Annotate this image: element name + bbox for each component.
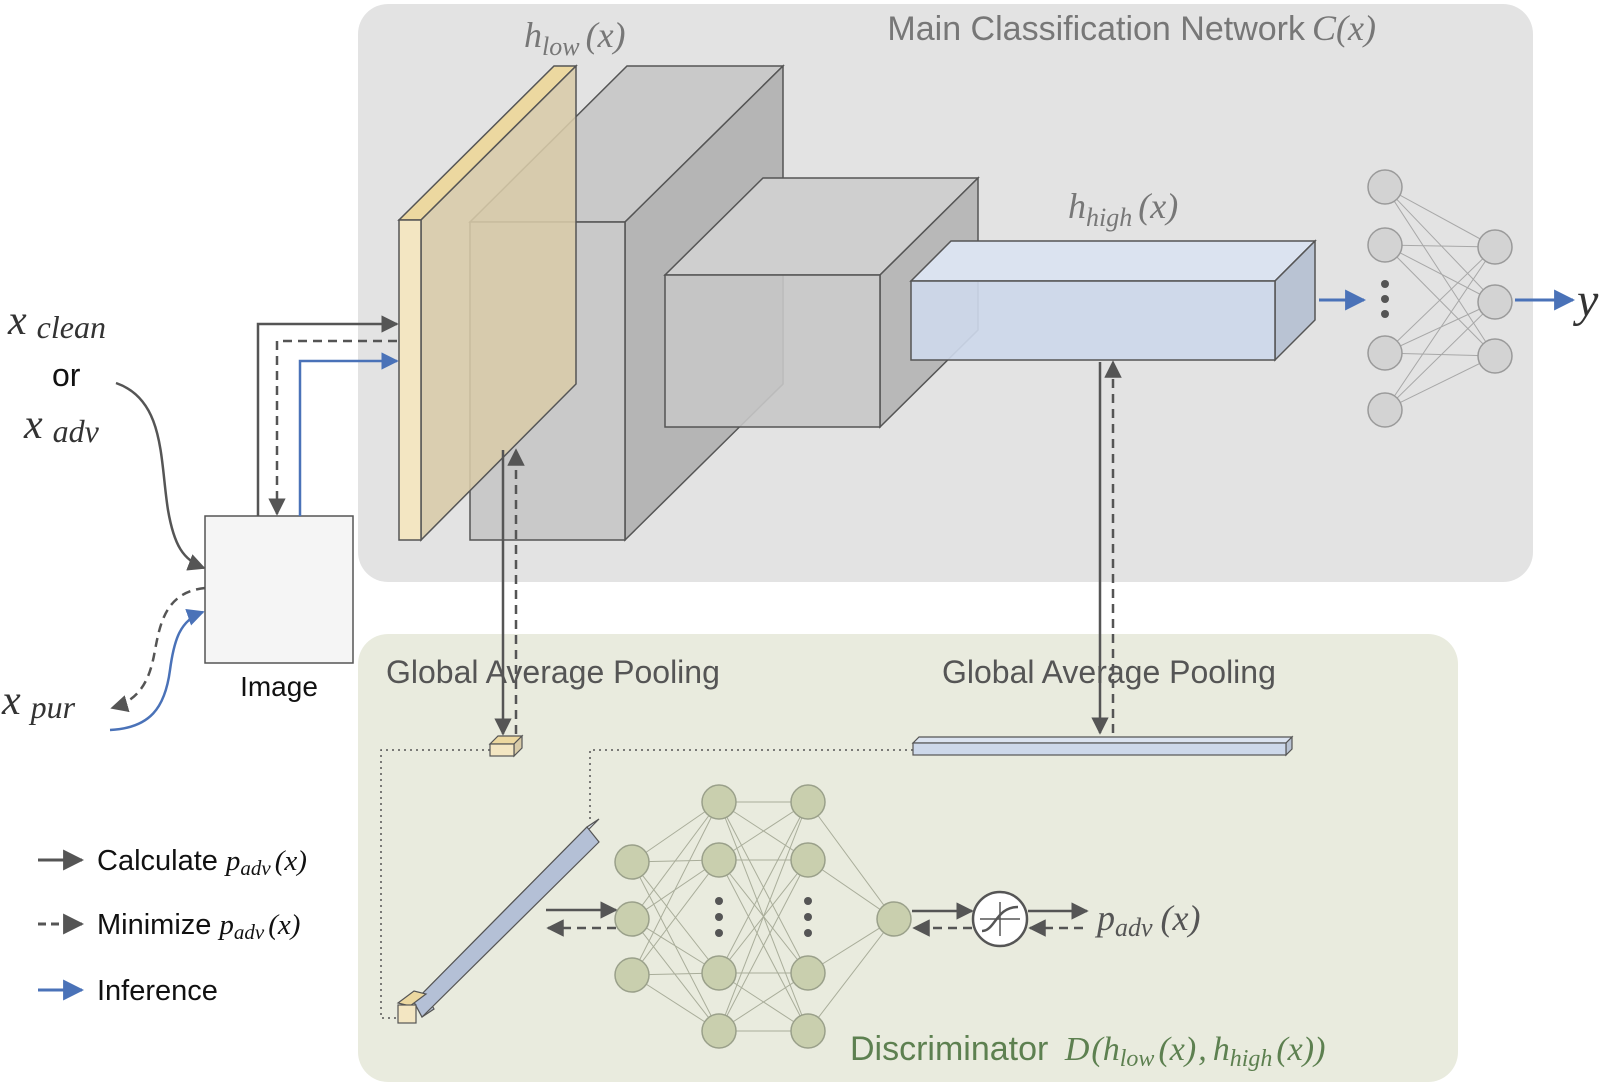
image-to-network-calc-arrow [256,315,399,516]
h-low-label: hlow(x) [524,15,626,61]
concat-connector-low [380,749,490,1019]
h-high-label: hhigh(x) [1068,186,1178,232]
image-box [204,515,354,664]
input-to-image-arrow [115,381,206,571]
disc-nodes [614,784,912,1049]
p-adv-output-label: padv(x) [1094,898,1201,942]
main-network-title-math: C(x) [1312,8,1376,48]
h-high-feature-map [909,239,1317,362]
discriminator-panel [358,634,1458,1082]
sigmoid-icon [971,890,1029,948]
network-to-image-minimize-arrow [268,339,397,516]
or-label: or [52,357,81,393]
classifier-nodes [1367,169,1513,428]
image-label: Image [240,671,318,702]
legend-inference-label: Inference [97,975,218,1007]
image-to-xpur-dashed-arrow [110,586,206,713]
pooled-low-feature [488,734,524,758]
xpur-to-image-blue-arrow [109,608,205,732]
disc-ellipsis [715,897,812,937]
discriminator-title: Discriminator D(hlow(x),hhigh(x)) [850,1030,1325,1072]
classifier-edges [1384,186,1496,411]
image-to-network-inference-arrow [298,352,399,516]
pooled-high-feature [911,735,1294,757]
main-network-title: Main Classification Network [887,10,1306,48]
output-y-label: y [1572,274,1599,327]
classifier-ellipsis [1381,280,1389,318]
gap-left-label: Global Average Pooling [386,654,720,690]
h-low-feature-map [397,64,578,542]
concatenated-feature-bar [396,818,600,1024]
gap-right-label: Global Average Pooling [942,654,1276,690]
